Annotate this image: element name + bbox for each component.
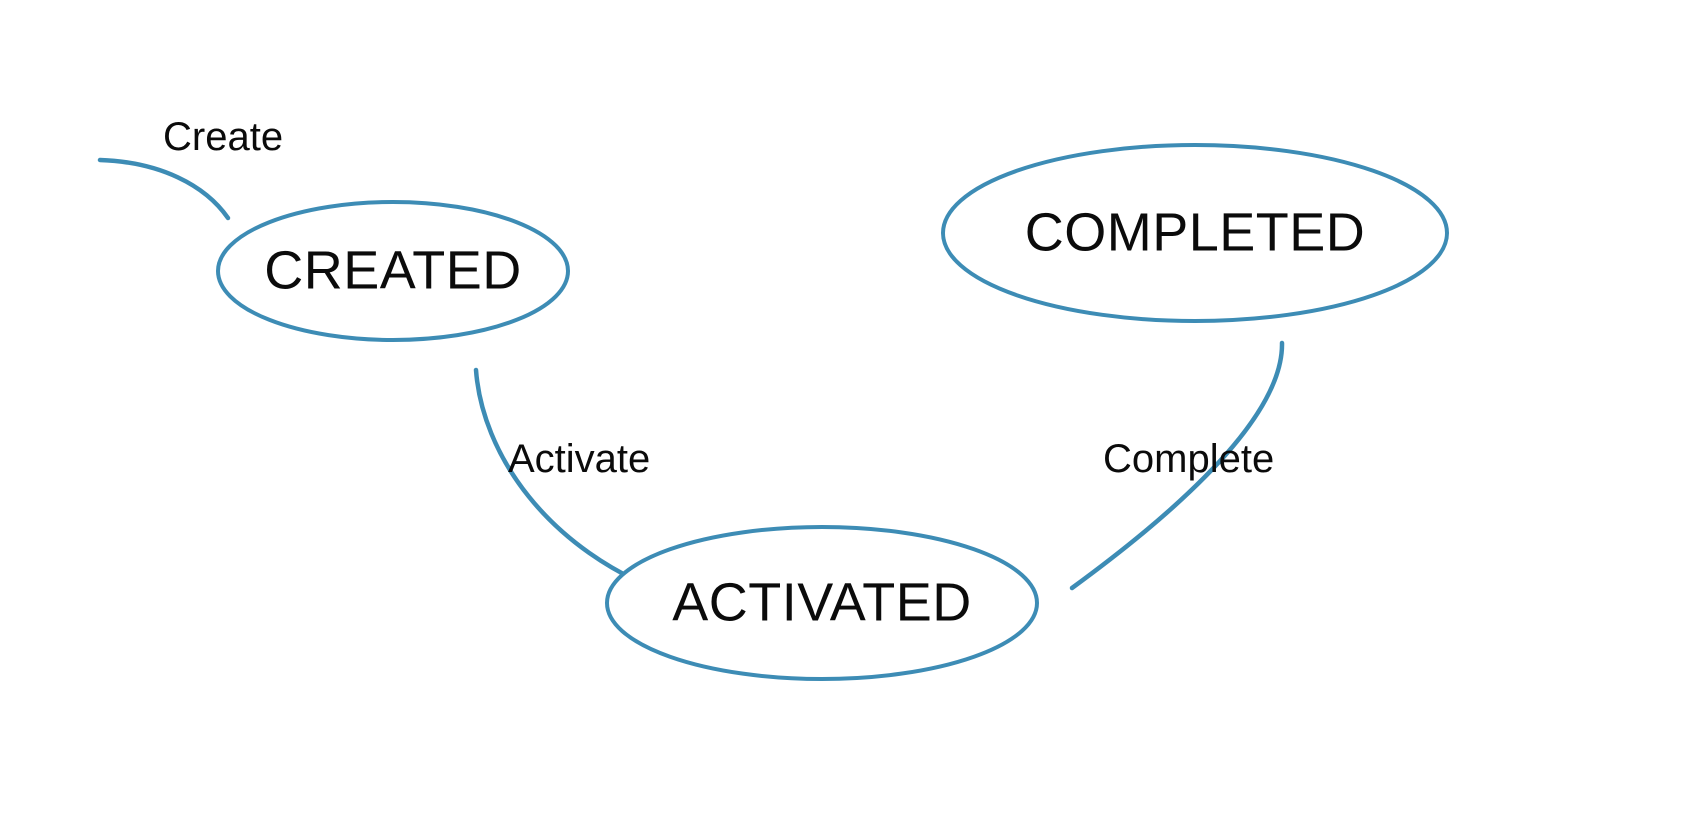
- state-label-completed: COMPLETED: [1025, 202, 1366, 262]
- edge-label-complete: Complete: [1103, 437, 1274, 481]
- state-node-activated[interactable]: ACTIVATED: [605, 525, 1039, 681]
- edge-create[interactable]: [97, 157, 231, 221]
- state-ellipse-activated[interactable]: [605, 525, 1039, 681]
- edge-complete[interactable]: [1069, 340, 1285, 591]
- state-node-completed[interactable]: COMPLETED: [941, 143, 1449, 323]
- state-ellipse-created[interactable]: [216, 200, 570, 342]
- transition-labels: Create Activate Complete: [163, 115, 1274, 481]
- state-label-created: CREATED: [264, 240, 522, 300]
- state-label-activated: ACTIVATED: [672, 572, 972, 632]
- state-ellipse-completed[interactable]: [941, 143, 1449, 323]
- edge-label-activate: Activate: [508, 437, 650, 481]
- edge-label-create: Create: [163, 115, 283, 159]
- state-node-created[interactable]: CREATED: [216, 200, 570, 342]
